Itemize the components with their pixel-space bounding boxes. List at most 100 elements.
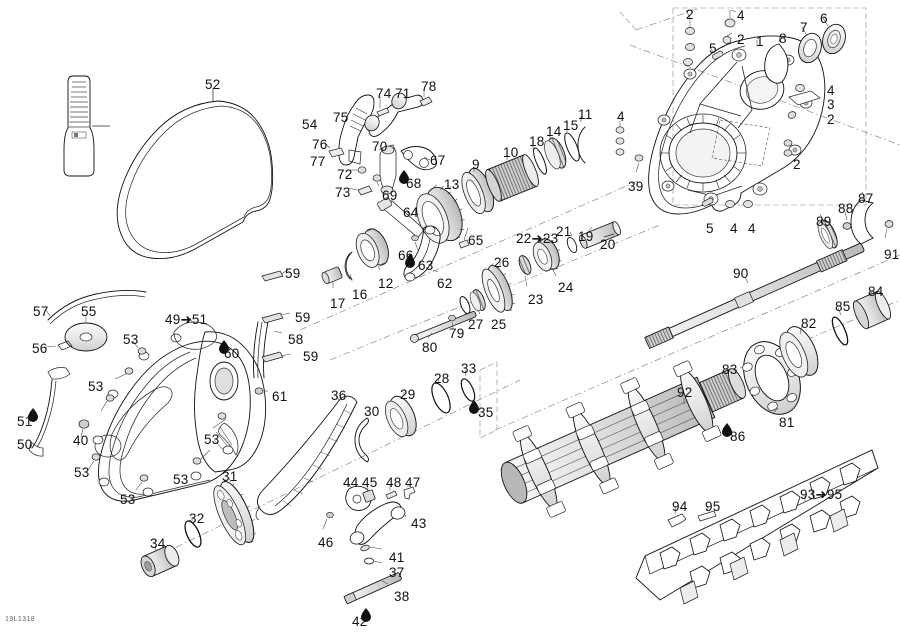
callout-36: 36 — [331, 388, 347, 403]
callout-23: 23 — [528, 292, 544, 307]
callout-28: 28 — [434, 371, 450, 386]
callout-69: 69 — [382, 188, 398, 203]
callout-87: 87 — [858, 191, 874, 206]
callout-56: 56 — [32, 341, 48, 356]
chain-and-bearings-group — [140, 369, 476, 578]
callout-44: 44 — [343, 475, 359, 490]
callout-48: 48 — [386, 475, 402, 490]
callout-59: 59 — [303, 349, 319, 364]
callout-88: 88 — [838, 201, 854, 216]
bearing-housing-12-16-17 — [321, 228, 389, 288]
callout-61: 61 — [272, 389, 288, 404]
callout-89: 89 — [816, 214, 832, 229]
callout-4: 4 — [730, 221, 738, 236]
callout-81: 81 — [779, 415, 795, 430]
callout-59: 59 — [285, 266, 301, 281]
callout-2: 2 — [686, 7, 694, 22]
callout-53: 53 — [88, 379, 104, 394]
parts-93-95-track-cleats — [635, 449, 879, 605]
callout-33: 33 — [461, 361, 477, 376]
part-52-gasket — [116, 88, 274, 260]
shift-fork-group — [377, 197, 470, 282]
callout-63: 63 — [418, 258, 434, 273]
callout-9: 9 — [472, 157, 480, 172]
callout-30: 30 — [364, 404, 380, 419]
callout-53: 53 — [173, 472, 189, 487]
callout-52: 52 — [205, 77, 221, 92]
callout-80: 80 — [422, 340, 438, 355]
callout-53: 53 — [204, 432, 220, 447]
callout-77: 77 — [310, 154, 326, 169]
callout-6: 6 — [820, 11, 828, 26]
callout-38: 38 — [394, 589, 410, 604]
callout-5: 5 — [709, 41, 717, 56]
callout-4: 4 — [748, 221, 756, 236]
callout-18: 18 — [529, 134, 545, 149]
callout-62: 62 — [437, 276, 453, 291]
countershaft-group — [410, 221, 621, 343]
callout-50: 50 — [17, 437, 33, 452]
callout-94: 94 — [672, 499, 688, 514]
callout-54: 54 — [302, 117, 318, 132]
callout-25: 25 — [491, 317, 507, 332]
callout-53: 53 — [123, 332, 139, 347]
callout-16: 16 — [352, 287, 368, 302]
callout-10: 10 — [503, 145, 519, 160]
callout-21: 21 — [556, 224, 572, 239]
callout-59: 59 — [295, 310, 311, 325]
part-1-chaincase-housing — [648, 35, 826, 215]
callout-45: 45 — [362, 475, 378, 490]
drawing-reference-code: 19L1318 — [5, 616, 36, 623]
shifter-linkage-group — [324, 90, 438, 196]
callout-31: 31 — [222, 469, 238, 484]
callout-4: 4 — [737, 8, 745, 23]
callout-71: 71 — [395, 86, 411, 101]
callout-5: 5 — [706, 221, 714, 236]
tensioner-group — [322, 483, 416, 605]
callout-32: 32 — [189, 511, 205, 526]
callout-73: 73 — [335, 185, 351, 200]
hose-group — [28, 289, 147, 457]
callout-95: 95 — [705, 499, 721, 514]
parts-6-7-8-seals-bearings — [756, 17, 846, 84]
callout-2: 2 — [737, 32, 745, 47]
callout-72: 72 — [337, 167, 353, 182]
callout-11: 11 — [578, 107, 593, 122]
callout-79: 79 — [449, 326, 465, 341]
callout-14: 14 — [546, 124, 562, 139]
callout-57: 57 — [33, 304, 49, 319]
guide-rails-group — [253, 269, 292, 395]
callout-13: 13 — [444, 177, 460, 192]
callout-39: 39 — [628, 179, 644, 194]
callout-8: 8 — [779, 31, 787, 46]
callout-55: 55 — [81, 304, 97, 319]
callout-2: 2 — [827, 112, 835, 127]
callout-82: 82 — [801, 316, 817, 331]
callout-65: 65 — [468, 233, 484, 248]
callout-7: 7 — [800, 20, 808, 35]
callout-35: 35 — [478, 405, 494, 420]
callout-67: 67 — [430, 153, 446, 168]
callout-64: 64 — [403, 205, 419, 220]
callout-26: 26 — [494, 255, 510, 270]
callout-93-95: 93➜95 — [800, 487, 843, 502]
callout-19: 19 — [578, 229, 594, 244]
callout-2: 2 — [793, 157, 801, 172]
callout-29: 29 — [400, 387, 416, 402]
callout-53: 53 — [74, 465, 90, 480]
callout-90: 90 — [733, 266, 749, 281]
callout-53: 53 — [120, 492, 136, 507]
callout-40: 40 — [73, 433, 89, 448]
callout-15: 15 — [563, 118, 579, 133]
callout-24: 24 — [558, 280, 574, 295]
part-92-drive-axle-assembly — [500, 360, 746, 518]
axle-shaft-group — [644, 191, 894, 350]
callout-84: 84 — [868, 284, 884, 299]
callout-22-23: 22➜23 — [516, 231, 559, 246]
callout-4: 4 — [827, 83, 835, 98]
part-54-lubricant-bottle — [63, 75, 110, 177]
callout-17: 17 — [330, 296, 346, 311]
